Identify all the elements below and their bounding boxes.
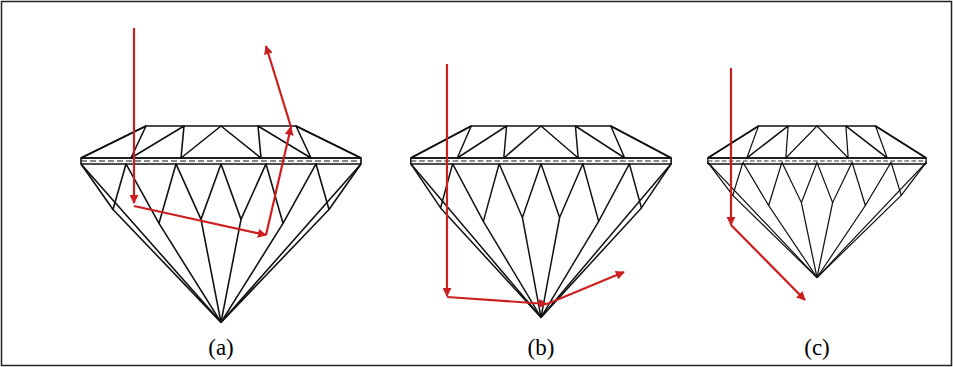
diamond-b [411, 126, 671, 317]
light-ray [134, 28, 805, 304]
diamond-c [708, 126, 926, 278]
figure-label: (b) [526, 335, 557, 360]
diamond-a [81, 126, 361, 322]
figure-label: (a) [206, 335, 236, 360]
figure-label: (c) [802, 335, 832, 360]
